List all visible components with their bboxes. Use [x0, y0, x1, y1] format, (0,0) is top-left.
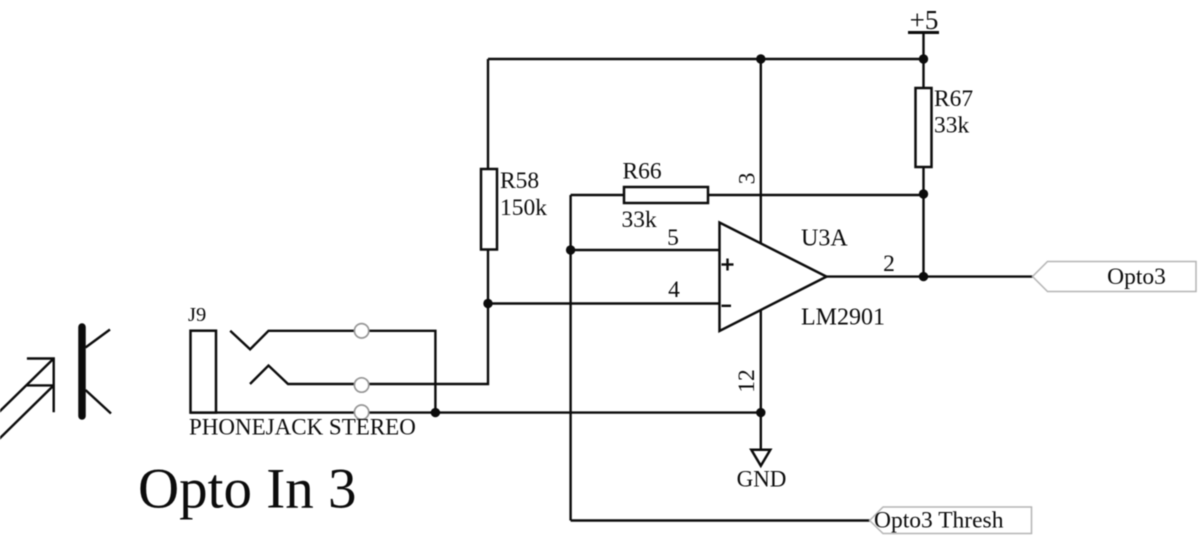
svg-text:33k: 33k [622, 207, 658, 233]
svg-text:3: 3 [735, 173, 761, 185]
svg-text:150k: 150k [500, 195, 547, 221]
svg-text:Opto3: Opto3 [1107, 264, 1166, 290]
svg-text:2: 2 [883, 251, 895, 277]
svg-text:J9: J9 [188, 304, 206, 326]
svg-text:R67: R67 [934, 86, 973, 112]
svg-text:R58: R58 [500, 168, 539, 194]
svg-text:5: 5 [667, 225, 679, 251]
svg-text:LM2901: LM2901 [801, 305, 885, 331]
svg-text:Opto3 Thresh: Opto3 Thresh [874, 508, 1004, 534]
svg-text:U3A: U3A [801, 226, 848, 252]
svg-text:R66: R66 [623, 159, 662, 185]
svg-text:PHONEJACK STEREO: PHONEJACK STEREO [189, 415, 416, 440]
svg-text:4: 4 [668, 277, 680, 303]
svg-text:33k: 33k [934, 113, 970, 139]
svg-text:12: 12 [734, 369, 760, 393]
svg-text:GND: GND [737, 467, 787, 492]
svg-text:+5: +5 [910, 5, 939, 35]
svg-text:Opto In 3: Opto In 3 [138, 458, 356, 521]
